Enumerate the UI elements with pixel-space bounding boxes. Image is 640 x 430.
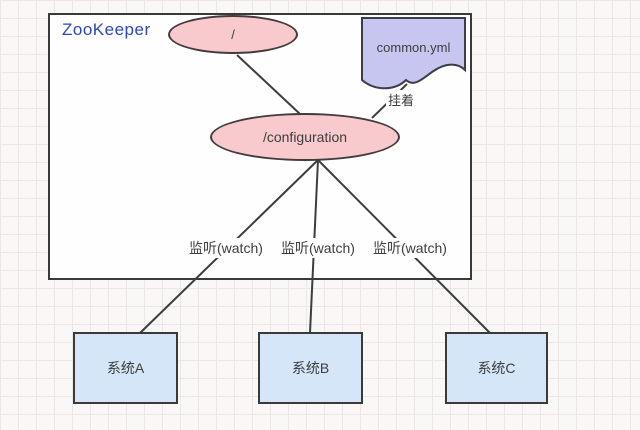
document-name-label: common.yml	[376, 40, 451, 55]
system-box-c: 系统C	[445, 332, 548, 404]
system-a-label: 系统A	[106, 360, 145, 376]
root-znode-label: /	[231, 27, 235, 42]
watch-label-3: 监听(watch)	[370, 238, 450, 258]
system-b-label: 系统B	[291, 360, 330, 376]
attach-relation-label: 挂着	[386, 90, 417, 109]
watch-label-1: 监听(watch)	[186, 238, 266, 258]
system-box-a: 系统A	[73, 332, 178, 404]
system-c-label: 系统C	[477, 360, 516, 376]
configuration-znode-label: /configuration	[262, 129, 348, 145]
watch-label-2: 监听(watch)	[278, 238, 358, 258]
system-box-b: 系统B	[258, 332, 363, 404]
root-znode: /	[168, 15, 298, 54]
configuration-znode: /configuration	[210, 113, 400, 161]
zookeeper-title: ZooKeeper	[62, 20, 151, 39]
